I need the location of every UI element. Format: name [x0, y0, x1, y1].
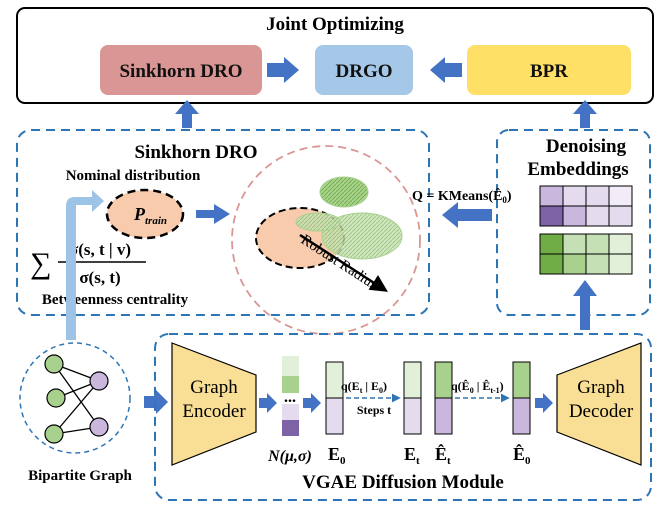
sinkhorn-panel-title: Sinkhorn DRO	[134, 142, 257, 163]
user-node-1	[44, 354, 64, 374]
denoising-panel	[496, 129, 651, 316]
betweenness-label: Betweenness centrality	[42, 292, 189, 308]
encoder-label-1: Graph	[190, 377, 238, 398]
arrow-sinkhorn-to-drgo	[267, 57, 299, 83]
q-forward-label: q(Et | E0)	[341, 379, 387, 395]
perturbed-ellipse-large	[321, 212, 403, 260]
bpr-box	[467, 45, 631, 95]
e0-hat-label: Ê0	[513, 443, 531, 467]
normal-dist-label: N(μ,σ)	[267, 448, 312, 465]
arrow-denoising-to-ball	[442, 202, 492, 228]
e0-hat-bar	[512, 361, 531, 435]
e0-label: E0	[328, 444, 346, 467]
nominal-label: Nominal distribution	[66, 168, 201, 184]
joint-title: Joint Optimizing	[266, 14, 404, 35]
purple-embedding-grid	[539, 185, 633, 227]
steps-label: Steps t	[357, 403, 391, 417]
bipartite-label: Bipartite Graph	[28, 468, 132, 484]
et-hat-bar	[434, 361, 453, 435]
et-hat-label: Êt	[435, 443, 451, 467]
encoder-label-2: Encoder	[182, 401, 246, 422]
arrow-latent-to-e0	[303, 393, 321, 413]
et-label: Et	[404, 444, 420, 467]
perturbed-ellipse-mid	[295, 212, 341, 232]
user-node-2	[46, 388, 66, 408]
arrow-encoder-to-latent	[259, 393, 277, 413]
denoising-title-1: Denoising	[546, 136, 627, 157]
graph-encoder	[171, 342, 257, 466]
et-bar	[403, 361, 422, 435]
e0-bar	[325, 361, 344, 435]
arrow-ptrain-to-ball	[196, 204, 230, 224]
sum-symbol: ∑	[30, 247, 51, 280]
arrow-bipartite-to-ptrain	[66, 190, 104, 340]
bpr-box-label: BPR	[530, 61, 568, 82]
kmeans-formula: Q = KMeans(Ê0)	[412, 187, 512, 205]
drgo-box	[315, 45, 413, 95]
latent-dots: ...	[284, 389, 296, 406]
drgo-box-label: DRGO	[336, 61, 393, 82]
p-train-label: Ptrain	[133, 204, 167, 227]
perturbed-ellipse-small	[319, 176, 369, 208]
arrow-bpr-to-drgo	[430, 57, 462, 83]
q-reverse-label: q(Ê0 | Êt-1)	[451, 379, 504, 395]
fraction-denominator: σ(s, t)	[79, 268, 120, 287]
p-train-ellipse	[105, 188, 185, 240]
arrow-up-from-decoder	[573, 280, 597, 330]
decoder-label-1: Graph	[577, 377, 625, 398]
bipartite-boundary	[19, 342, 131, 454]
decoder-label-2: Decoder	[569, 401, 634, 422]
arrow-e0hat-to-decoder	[535, 393, 553, 413]
green-embedding-grid	[539, 233, 633, 275]
graph-decoder	[556, 342, 642, 466]
sinkhorn-dro-box-label: Sinkhorn DRO	[119, 61, 242, 82]
fraction-numerator: σ(s, t | v)	[69, 240, 131, 259]
arrow-up-sinkhorn-panel	[175, 100, 199, 128]
user-node-3	[44, 424, 64, 444]
item-node-2	[89, 417, 109, 437]
sinkhorn-dro-box	[100, 45, 262, 95]
vgae-title: VGAE Diffusion Module	[302, 472, 504, 493]
denoising-title-2: Embeddings	[527, 159, 628, 180]
arrow-up-denoising	[573, 100, 597, 128]
item-node-1	[89, 371, 109, 391]
radius-arrow	[299, 233, 388, 292]
latent-stack	[282, 356, 299, 436]
sinkhorn-panel	[16, 129, 430, 316]
vgae-panel	[154, 333, 652, 501]
